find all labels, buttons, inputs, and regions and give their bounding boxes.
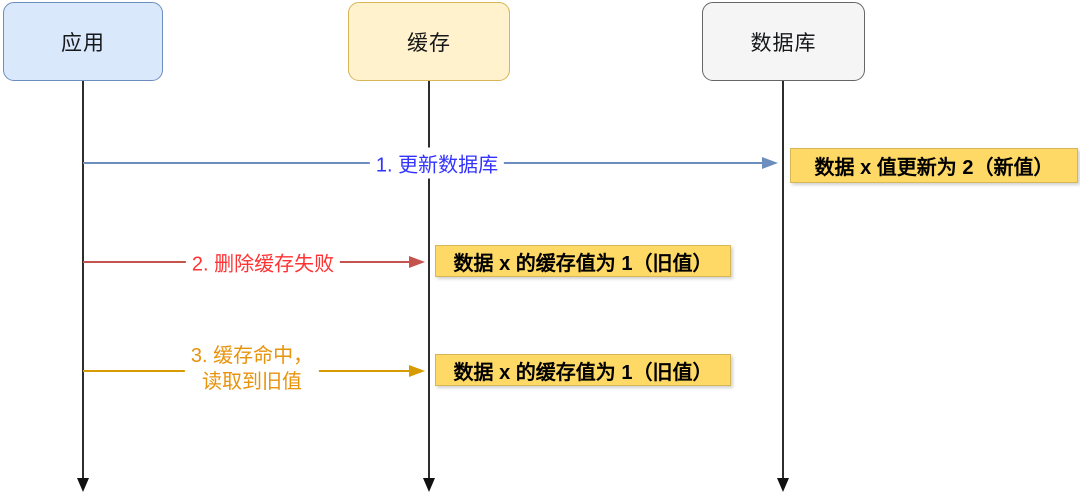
note-cache-old-value-2: 数据 x 的缓存值为 1（旧值） <box>435 354 731 386</box>
actor-label-database: 数据库 <box>750 31 817 55</box>
lifeline-app <box>82 81 84 478</box>
actor-box-cache: 缓存 <box>348 2 510 81</box>
actor-box-database: 数据库 <box>702 2 865 81</box>
actor-label-cache: 缓存 <box>407 31 451 55</box>
actor-label-app: 应用 <box>61 31 105 55</box>
lifeline-arrow-down-icon-database <box>776 478 789 492</box>
arrow-right-icon-message-1 <box>762 157 778 169</box>
note-db-new-value: 数据 x 值更新为 2（新值） <box>790 148 1078 183</box>
message-label-1: 1. 更新数据库 <box>369 147 505 179</box>
lifeline-arrow-down-icon-app <box>76 478 89 492</box>
lifeline-cache <box>428 81 430 478</box>
lifeline-database <box>782 81 784 478</box>
arrow-right-icon-message-2 <box>409 256 425 268</box>
message-label-3: 3. 缓存命中， 读取到旧值 <box>184 342 320 396</box>
message-label-3-line2: 读取到旧值 <box>202 371 302 393</box>
lifeline-arrow-down-icon-cache <box>422 478 435 492</box>
message-label-3-line1: 3. 缓存命中， <box>190 345 314 367</box>
actor-box-app: 应用 <box>3 2 163 81</box>
note-cache-old-value-1: 数据 x 的缓存值为 1（旧值） <box>435 245 731 277</box>
arrow-right-icon-message-3 <box>409 365 425 377</box>
message-label-2: 2. 删除缓存失败 <box>185 246 341 278</box>
